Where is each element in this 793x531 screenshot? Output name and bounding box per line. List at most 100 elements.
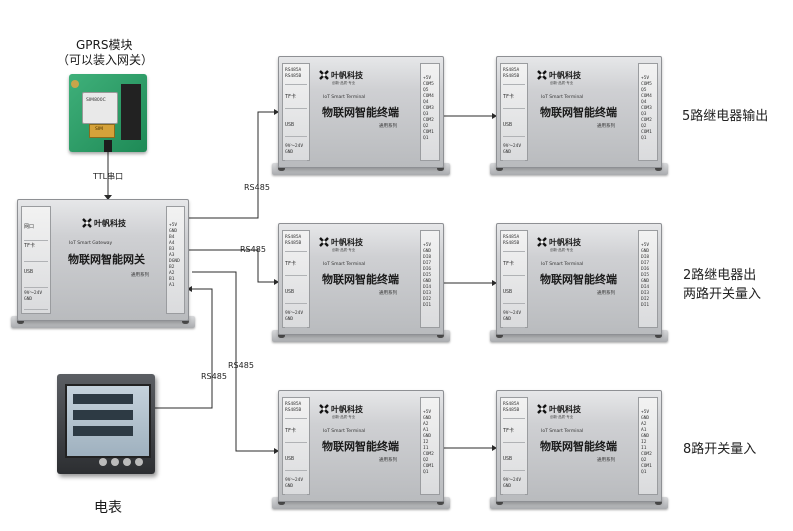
- meter-button: [123, 458, 131, 466]
- terminal-port-rs485: RS485A RS485B: [285, 233, 307, 252]
- terminal-title: 物联网智能终端: [322, 273, 399, 286]
- terminal-pin: DI5: [641, 273, 650, 278]
- terminal-port-rs485: RS485A RS485B: [503, 233, 525, 252]
- rs485-wire-meter: [155, 288, 213, 409]
- terminal-brand-sub: 创新·品质·专业: [332, 415, 356, 419]
- gateway-pin: DGND: [169, 259, 180, 264]
- rs485-wire-middle: [171, 249, 278, 283]
- arrow-mid-icon: [274, 279, 279, 285]
- terminal-port-tf: TF卡: [503, 426, 525, 443]
- terminal-brand-name: 叶帆科技: [549, 405, 581, 414]
- brand-logo-icon: [537, 237, 547, 247]
- gateway-pin: A4: [169, 241, 175, 246]
- terminal-pin: GND: [641, 249, 650, 254]
- gateway-pin: B4: [169, 235, 175, 240]
- gateway-pin: A1: [169, 283, 175, 288]
- terminal-pin: COM4: [641, 94, 652, 99]
- terminal-pin: +5V: [423, 76, 432, 81]
- terminal-series: 通用系列: [379, 458, 397, 463]
- gateway-en-title: IoT Smart Gateway: [69, 241, 113, 246]
- terminal-title: 物联网智能终端: [540, 273, 617, 286]
- terminal-pin: Q2: [423, 124, 429, 129]
- terminal-port-usb: USB: [503, 287, 525, 304]
- terminal-pin: COM4: [423, 94, 434, 99]
- terminal-brand-name: 叶帆科技: [331, 238, 363, 247]
- terminal-brand-name: 叶帆科技: [331, 71, 363, 80]
- terminal-port-power: 9V～24V GND: [285, 142, 307, 161]
- terminal-port-rs485: RS485A RS485B: [285, 66, 307, 85]
- terminal-brand-sub: 创新·品质·专业: [550, 248, 574, 252]
- meter-digit-row: [73, 410, 133, 420]
- terminal-brand: 叶帆科技: [319, 70, 363, 81]
- terminal-pin: I1: [423, 446, 429, 451]
- terminal-series: 通用系列: [597, 458, 615, 463]
- terminal-port-tf: TF卡: [285, 92, 307, 109]
- gateway-left-panel: 网口 TF卡 USB 9V～24V GND: [21, 206, 51, 314]
- terminal-port-power: 9V～24V GND: [285, 309, 307, 328]
- terminal-en-title: IoT Smart Terminal: [541, 95, 584, 100]
- ttl-label: TTL串口: [93, 172, 124, 181]
- terminal-port-power: 9V～24V GND: [503, 142, 525, 161]
- terminal-pin: DI3: [641, 291, 650, 296]
- brand-logo-icon: [82, 218, 92, 228]
- terminal-port-tf: TF卡: [503, 92, 525, 109]
- terminal-pin: Q1: [423, 470, 429, 475]
- terminal-pin: DI2: [641, 297, 650, 302]
- gateway-pin: GND: [169, 229, 178, 234]
- terminal-pin: I2: [423, 440, 429, 445]
- gateway-port-tf: TF卡: [24, 241, 48, 262]
- arrow-bot-icon: [274, 448, 279, 454]
- arrow-top-icon: [274, 109, 279, 115]
- terminal-left-panel: RS485A RS485B TF卡 USB 9V～24V GND: [500, 230, 528, 328]
- gprs-cable: [104, 140, 112, 152]
- terminal-series: 通用系列: [597, 291, 615, 296]
- terminal-pin: DI8: [641, 255, 650, 260]
- terminal-pin: DI6: [641, 267, 650, 272]
- meter-button: [135, 458, 143, 466]
- terminal-pin: GND: [423, 249, 432, 254]
- gateway-title: 物联网智能网关: [68, 253, 145, 266]
- terminal-pin: I1: [641, 446, 647, 451]
- terminal-pin: DI7: [641, 261, 650, 266]
- terminal-row3-left: RS485A RS485B TF卡 USB 9V～24V GND 叶帆科技 创新…: [272, 390, 450, 509]
- gprs-sim-label: SIM: [95, 127, 104, 132]
- gprs-module: SIM800C SIM: [69, 74, 147, 152]
- terminal-port-usb: USB: [285, 287, 307, 304]
- terminal-port-power: 9V～24V GND: [503, 476, 525, 495]
- terminal-pin: COM2: [641, 118, 652, 123]
- terminal-en-title: IoT Smart Terminal: [541, 429, 584, 434]
- brand-logo-icon: [319, 237, 329, 247]
- gateway-right-panel: +5V GND B4 A4 B3 A3 DGND B2 A2 B1 A1: [166, 206, 185, 314]
- terminal-title: 物联网智能终端: [322, 106, 399, 119]
- gateway-series: 通用系列: [131, 273, 149, 278]
- terminal-pin: GND: [641, 434, 650, 439]
- terminal-series: 通用系列: [597, 124, 615, 129]
- rs485-label-middle: RS485: [240, 245, 266, 254]
- rs485-label-meter: RS485: [201, 372, 227, 381]
- terminal-pin: COM2: [641, 452, 652, 457]
- gateway-pin: B1: [169, 277, 175, 282]
- terminal-pin: COM1: [423, 130, 434, 135]
- terminal-en-title: IoT Smart Terminal: [541, 262, 584, 267]
- terminal-pin: Q3: [641, 112, 647, 117]
- terminal-pin: A2: [641, 422, 647, 427]
- terminal-pin: GND: [641, 279, 650, 284]
- meter-label: 电表: [94, 500, 122, 516]
- terminal-pin: +5V: [423, 243, 432, 248]
- terminal-pin: Q4: [641, 100, 647, 105]
- terminal-pin: A2: [423, 422, 429, 427]
- terminal-pin: GND: [423, 279, 432, 284]
- terminal-pin: DI7: [423, 261, 432, 266]
- terminal-title: 物联网智能终端: [540, 440, 617, 453]
- terminal-pin: +5V: [641, 243, 650, 248]
- terminal-brand: 叶帆科技: [319, 404, 363, 415]
- rs485-wire-top: [171, 111, 278, 219]
- terminal-pin: Q2: [641, 124, 647, 129]
- gateway-pin: B2: [169, 265, 175, 270]
- rs485-wire-bottom: [192, 271, 278, 452]
- terminal-port-tf: TF卡: [503, 259, 525, 276]
